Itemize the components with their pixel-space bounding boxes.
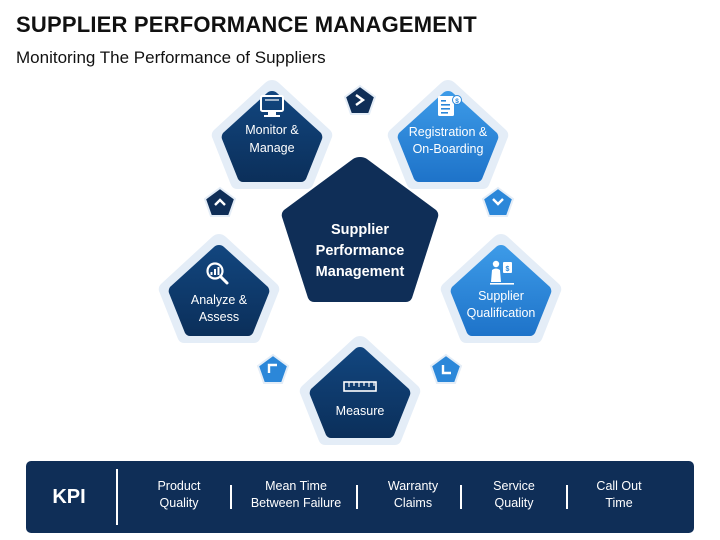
node-label-line2: On-Boarding: [413, 142, 484, 156]
kpi-divider: [116, 469, 118, 525]
node-label-line1: Supplier: [478, 289, 524, 303]
cycle-diagram: Monitor & Manage $ Registration & On-Boa…: [158, 80, 562, 445]
chevron-up-icon: [214, 198, 226, 206]
kpi-item-line1: Warranty: [387, 479, 439, 493]
connector-arrow-2: [481, 186, 515, 217]
center-label-line3: Management: [316, 264, 405, 280]
node-analyze-assess: Analyze & Assess: [158, 234, 280, 343]
node-label-line2: Manage: [249, 141, 294, 155]
kpi-item-line1: Call Out: [596, 479, 642, 493]
node-shape: [309, 347, 411, 438]
center-label-line1: Supplier: [331, 222, 389, 238]
chevron-down-left-icon: [441, 365, 451, 375]
kpi-item-line1: Service: [493, 479, 535, 493]
center-pentagon: [281, 157, 439, 302]
kpi-item-call-out-time: Call Out Time: [564, 478, 674, 512]
connector-arrow-5: [203, 186, 237, 217]
chevron-right-icon: [355, 94, 366, 106]
kpi-item-line2: Time: [605, 496, 633, 510]
node-measure: Measure: [299, 336, 421, 445]
kpi-item-line2: Quality: [494, 496, 534, 510]
kpi-item-line2: Between Failure: [250, 496, 342, 510]
kpi-separator: [230, 485, 232, 509]
kpi-item-mean-time-between-failure: Mean Time Between Failure: [241, 478, 351, 512]
qualification-person-icon: $: [490, 260, 514, 285]
center-node: Supplier Performance Management: [281, 157, 439, 302]
node-label-line1: Measure: [336, 404, 385, 418]
kpi-separator: [566, 485, 568, 509]
kpi-item-product-quality: Product Quality: [124, 478, 234, 512]
page-title: SUPPLIER PERFORMANCE MANAGEMENT: [16, 12, 477, 37]
registration-form-icon: $: [438, 95, 462, 116]
connector-arrow-3: [429, 353, 463, 384]
svg-text:$: $: [506, 266, 510, 273]
node-label-line1: Monitor &: [245, 123, 299, 137]
kpi-bar: KPI Product Quality Mean Time Between Fa…: [26, 461, 694, 533]
node-shape: [168, 245, 270, 336]
kpi-item-line1: Product: [157, 479, 201, 493]
chevron-up-left-icon: [267, 363, 277, 373]
node-registration-onboarding: $ Registration & On-Boarding: [387, 80, 509, 189]
kpi-item-line1: Mean Time: [265, 479, 327, 493]
center-label-line2: Performance: [316, 243, 405, 259]
ruler-icon: [343, 381, 377, 392]
kpi-item-warranty-claims: Warranty Claims: [358, 478, 468, 512]
chevron-down-icon: [492, 198, 504, 206]
node-shape: [221, 91, 323, 182]
kpi-label: KPI: [52, 486, 86, 508]
page-subtitle: Monitoring The Performance of Suppliers: [16, 48, 326, 67]
node-shape: [397, 91, 499, 182]
kpi-item-line2: Claims: [393, 496, 433, 510]
magnifier-chart-icon: [206, 262, 229, 285]
kpi-separator: [460, 485, 462, 509]
node-label-line2: Assess: [199, 310, 239, 324]
monitor-icon: [260, 95, 284, 117]
connector-arrow-1: [343, 84, 377, 115]
kpi-item-service-quality: Service Quality: [459, 478, 569, 512]
svg-text:$: $: [455, 98, 459, 105]
node-label-line1: Registration &: [409, 125, 488, 139]
kpi-item-line2: Quality: [159, 496, 199, 510]
node-shape: [450, 245, 552, 336]
node-label-line2: Qualification: [467, 306, 536, 320]
node-label-line1: Analyze &: [191, 293, 248, 307]
node-monitor-manage: Monitor & Manage: [211, 80, 333, 189]
connector-arrow-4: [256, 353, 290, 384]
kpi-separator: [356, 485, 358, 509]
node-supplier-qualification: $ Supplier Qualification: [440, 234, 562, 343]
